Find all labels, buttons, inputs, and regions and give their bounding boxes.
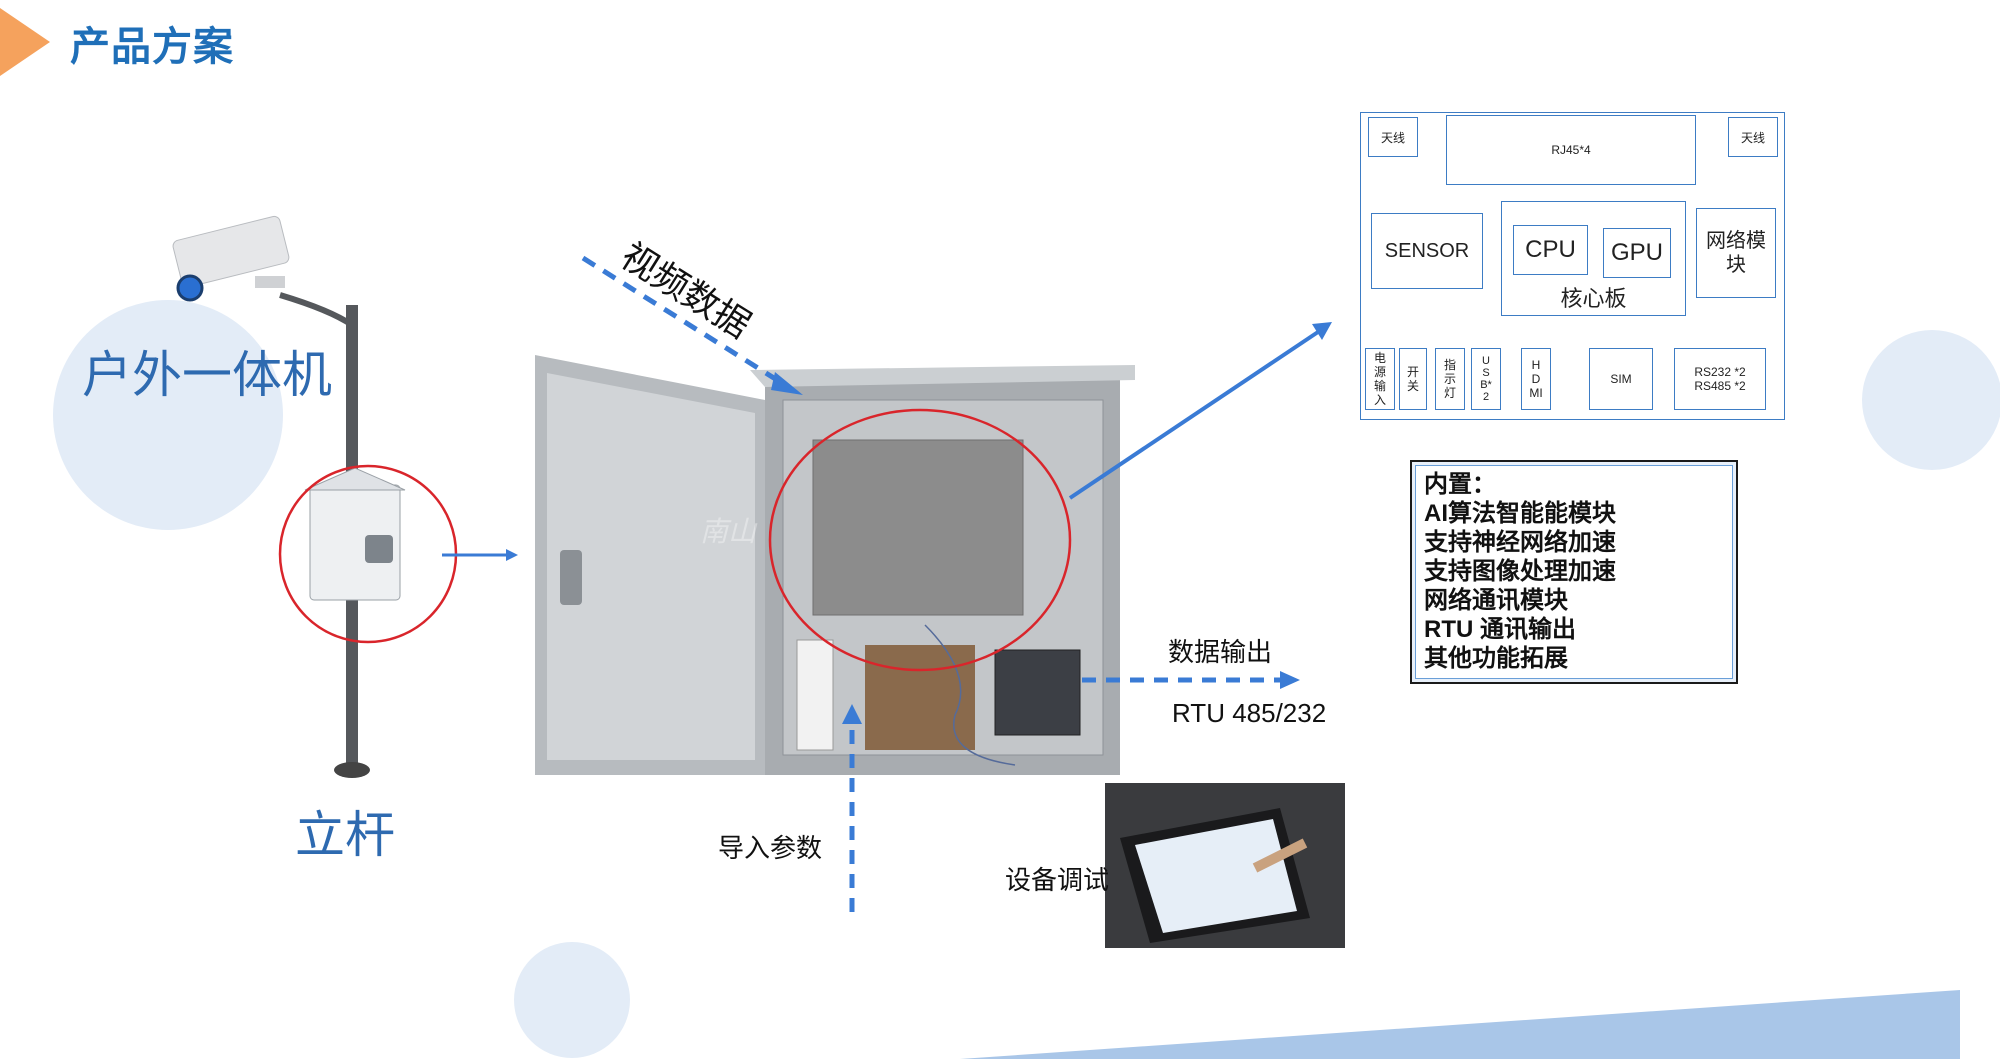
page-title: 产品方案 xyxy=(70,14,234,72)
board-diagram: 天线 RJ45*4 天线 SENSOR 核心板 CPU GPU 网络模块 电源输… xyxy=(1360,112,1785,420)
feature-item: 网络通讯模块 xyxy=(1424,586,1724,615)
usb-box: USB*2 xyxy=(1471,348,1501,410)
usb-label: USB*2 xyxy=(1479,355,1493,403)
gpu-box: GPU xyxy=(1603,228,1671,278)
pole-label: 立杆 xyxy=(295,795,395,867)
camera-icon xyxy=(172,215,290,300)
bottom-wedge xyxy=(960,990,1960,1059)
core-highlight-circle xyxy=(760,400,1080,680)
sim-box: SIM xyxy=(1589,348,1653,410)
core-board-label: 核心板 xyxy=(1560,281,1626,313)
device-debug-label: 设备调试 xyxy=(1005,860,1109,897)
feature-item: AI算法智能能模块 xyxy=(1424,499,1724,528)
door-handle xyxy=(560,550,582,605)
antenna-left-box: 天线 xyxy=(1368,117,1418,157)
pole-arm xyxy=(280,295,352,325)
sensor-box: SENSOR xyxy=(1371,213,1483,289)
title-chevron xyxy=(0,8,50,76)
rj45-box: RJ45*4 xyxy=(1446,115,1696,185)
feature-item: RTU 通讯输出 xyxy=(1424,615,1724,644)
indicator-label: 指示灯 xyxy=(1443,358,1457,400)
hdmi-label: HDMI xyxy=(1529,358,1543,400)
watermark-text: 南山 xyxy=(700,510,756,550)
import-params-arrow xyxy=(838,700,866,915)
pole-base xyxy=(334,762,370,778)
power-input-box: 电源输入 xyxy=(1365,348,1395,410)
hdmi-box: HDMI xyxy=(1521,348,1551,410)
switch-box: 开关 xyxy=(1399,348,1427,410)
data-output-label: 数据输出 xyxy=(1168,632,1272,669)
cpu-box: CPU xyxy=(1513,225,1588,275)
bubble-right xyxy=(1862,330,2000,470)
features-box: 内置： AI算法智能能模块 支持神经网络加速 支持图像处理加速 网络通讯模块 R… xyxy=(1410,460,1738,684)
feature-item: 支持神经网络加速 xyxy=(1424,528,1724,557)
core-to-board-arrow xyxy=(1060,318,1340,508)
switch-label: 开关 xyxy=(1406,365,1420,393)
network-module-label: 网络模块 xyxy=(1706,229,1766,277)
pole-highlight-circle xyxy=(276,462,460,646)
power-input-label: 电源输入 xyxy=(1373,351,1387,407)
pole-to-cabinet-arrow xyxy=(440,545,520,565)
rtu-label: RTU 485/232 xyxy=(1172,698,1326,729)
network-module-box: 网络模块 xyxy=(1696,208,1776,298)
antenna-right-box: 天线 xyxy=(1728,117,1778,157)
indicator-box: 指示灯 xyxy=(1435,348,1465,410)
debug-tablet-photo xyxy=(1105,783,1345,948)
feature-item: 支持图像处理加速 xyxy=(1424,557,1724,586)
feature-item: 其他功能拓展 xyxy=(1424,644,1724,673)
bubble-bottom xyxy=(514,942,630,1058)
rs232-label: RS232 *2 xyxy=(1694,365,1745,379)
rs485-label: RS485 *2 xyxy=(1694,379,1745,393)
data-output-arrow xyxy=(1080,668,1310,692)
rs-ports-box: RS232 *2 RS485 *2 xyxy=(1674,348,1766,410)
outdoor-unit-label: 户外一体机 xyxy=(82,335,332,407)
import-params-label: 导入参数 xyxy=(718,828,822,865)
features-heading: 内置： xyxy=(1424,470,1724,499)
